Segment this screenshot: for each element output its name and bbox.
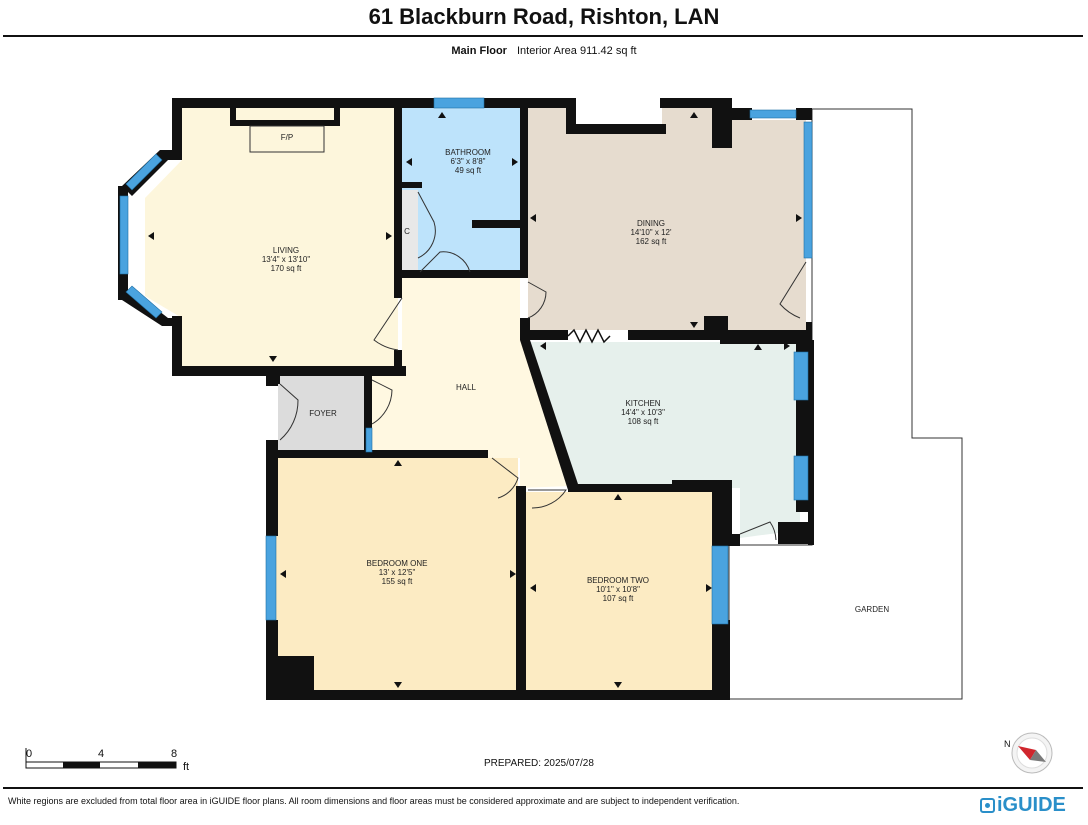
kitchen-dims: 14'4" x 10'3" (621, 408, 665, 417)
hall-name: HALL (456, 383, 477, 392)
bathroom-dims: 6'3" x 8'8" (451, 157, 486, 166)
garden-name: GARDEN (855, 605, 889, 614)
iguide-logo: iGUIDE (980, 794, 1066, 817)
scale-bar: 0 4 8 ft (25, 748, 189, 773)
fireplace-hearth (249, 125, 325, 153)
header-divider (3, 35, 1083, 37)
closet-label: C (404, 227, 410, 236)
foyer-name: FOYER (309, 409, 337, 418)
iguide-logo-text: iGUIDE (997, 794, 1066, 816)
bedroom-one-area: 155 sq ft (382, 577, 413, 586)
dining-area: 162 sq ft (636, 237, 667, 246)
scale-unit: ft (183, 761, 189, 773)
living-name: LIVING (273, 246, 299, 255)
interior-area: Interior Area 911.42 sq ft (516, 45, 637, 57)
garden-area (728, 108, 963, 700)
footer-divider (3, 787, 1083, 789)
doors (279, 191, 807, 541)
fireplace-label: F/P (281, 133, 293, 142)
living-room (145, 108, 398, 368)
property-address-title: 61 Blackburn Road, Rishton, LAN (368, 4, 720, 29)
dimension-arrows (148, 112, 802, 688)
bathroom-room (402, 108, 520, 274)
floor-summary: Main Floor Interior Area 911.42 sq ft (0, 45, 1088, 57)
foyer-room (278, 376, 370, 452)
bedroom-one-name: BEDROOM ONE (367, 559, 428, 568)
windows (119, 97, 813, 625)
living-dims: 13'4" x 13'10" (262, 255, 310, 264)
bathroom-name: BATHROOM (445, 148, 491, 157)
bedroom-one-room (276, 458, 518, 690)
compass-north-label: N (1004, 739, 1011, 749)
scale-tick-4: 4 (98, 748, 104, 760)
bedroom-two-area: 107 sq ft (603, 594, 634, 603)
hall-room (372, 278, 570, 488)
iguide-logo-icon (980, 798, 995, 813)
kitchen-name: KITCHEN (625, 399, 660, 408)
bedroom-two-room (526, 492, 712, 690)
closet-room (402, 190, 418, 270)
kitchen-room (530, 342, 800, 538)
dining-room (528, 108, 806, 330)
zigzag-marker (567, 328, 611, 344)
prepared-date: PREPARED: 2025/07/28 (484, 758, 594, 769)
kitchen-area: 108 sq ft (628, 417, 659, 426)
dining-dims: 14'10" x 12' (630, 228, 672, 237)
bedroom-two-dims: 10'1" x 10'8" (596, 585, 640, 594)
living-area: 170 sq ft (271, 264, 302, 273)
bedroom-two-name: BEDROOM TWO (587, 576, 649, 585)
bedroom-one-dims: 13' x 12'5" (379, 568, 416, 577)
floor-name: Main Floor (451, 45, 507, 57)
scale-tick-0: 0 (26, 748, 32, 760)
scale-tick-8: 8 (171, 748, 177, 760)
disclaimer-text: White regions are excluded from total fl… (8, 796, 740, 806)
dining-name: DINING (637, 219, 665, 228)
bathroom-area: 49 sq ft (455, 166, 482, 175)
compass-icon: N (1004, 732, 1053, 774)
